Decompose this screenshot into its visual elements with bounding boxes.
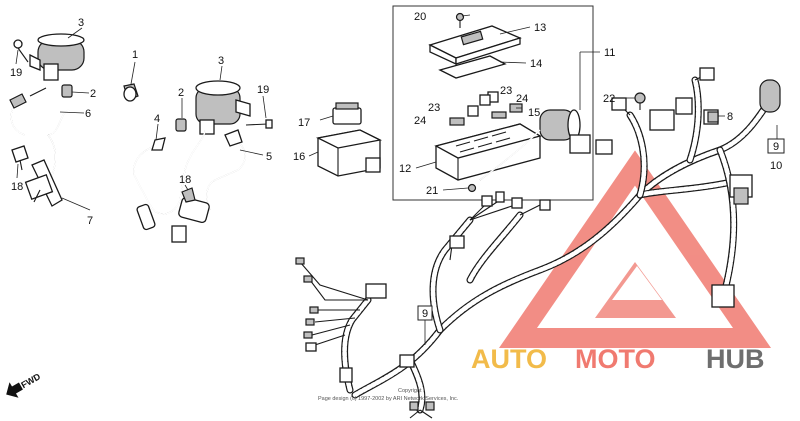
callout-12: 12 bbox=[399, 163, 411, 175]
fuse-box-12 bbox=[434, 123, 542, 181]
fuse-23-mid bbox=[467, 105, 479, 117]
connector-18-left bbox=[11, 145, 29, 171]
grommet-22 bbox=[634, 92, 646, 110]
clamp-8 bbox=[707, 111, 719, 123]
callout-23-mid: 23 bbox=[428, 102, 440, 114]
fuse-box-group-frame bbox=[392, 5, 594, 201]
callout-7: 7 bbox=[87, 215, 93, 227]
copyright-line-2: Page design (c) 1997-2002 by ARI Network… bbox=[318, 396, 459, 402]
callout-18-left: 18 bbox=[11, 181, 23, 193]
label-box-9-right bbox=[767, 138, 785, 154]
ignition-coil-left bbox=[29, 33, 85, 81]
callout-2-mid: 2 bbox=[178, 87, 184, 99]
callout-4: 4 bbox=[154, 113, 160, 125]
callout-9-center: 9 bbox=[422, 308, 428, 320]
callout-23-top: 23 bbox=[500, 85, 512, 97]
callout-15: 15 bbox=[528, 107, 540, 119]
fuse-23-top bbox=[479, 91, 499, 106]
callout-17: 17 bbox=[298, 117, 310, 129]
relay-16 bbox=[315, 129, 383, 177]
fwd-arrow-icon bbox=[6, 382, 23, 398]
spark-plug-cap-left bbox=[61, 84, 73, 98]
spark-plug-cap-nut bbox=[123, 83, 139, 102]
fuse-box-cover bbox=[428, 25, 522, 66]
leader-lines bbox=[15, 14, 778, 345]
copyright-line-1: Copyright bbox=[398, 388, 422, 394]
harness-branch-wires bbox=[299, 74, 706, 419]
fuse-24-right bbox=[491, 111, 507, 119]
callout-19-mid: 19 bbox=[257, 84, 269, 96]
callout-1: 1 bbox=[132, 49, 138, 61]
ignition-coil-mid bbox=[195, 80, 251, 135]
callout-8: 8 bbox=[727, 111, 733, 123]
callout-numbers: 3 19 2 6 18 7 1 2 3 19 4 5 18 17 16 20 1… bbox=[10, 11, 782, 320]
watermark-moto: MOTO bbox=[575, 344, 656, 374]
bolt-mid bbox=[245, 119, 273, 129]
callout-13: 13 bbox=[534, 22, 546, 34]
callout-2-left: 2 bbox=[90, 88, 96, 100]
forward-direction-indicator: FWD bbox=[6, 371, 43, 398]
callout-3-left: 3 bbox=[78, 17, 84, 29]
relay-17 bbox=[332, 102, 362, 125]
fuse-box-lid-14 bbox=[438, 55, 507, 79]
starter-relay-cable bbox=[479, 109, 581, 181]
callout-22: 22 bbox=[603, 93, 615, 105]
screw-21 bbox=[467, 183, 477, 193]
spark-plug-boot-mid bbox=[171, 187, 210, 243]
watermark-auto: AUTO bbox=[471, 344, 547, 374]
callout-16: 16 bbox=[293, 151, 305, 163]
high-tension-cord-right bbox=[206, 129, 246, 211]
watermark-logo bbox=[498, 150, 772, 348]
spark-plug-boot-left bbox=[24, 159, 63, 207]
high-tension-cord-left bbox=[9, 87, 90, 181]
harness-connectors bbox=[295, 67, 781, 411]
callout-21: 21 bbox=[426, 185, 438, 197]
collar-mid bbox=[175, 118, 187, 132]
callout-24-top: 24 bbox=[516, 93, 528, 105]
callout-14: 14 bbox=[530, 58, 542, 70]
fuse-24-left bbox=[449, 117, 465, 126]
callout-20: 20 bbox=[414, 11, 426, 23]
callout-10: 10 bbox=[770, 160, 782, 172]
main-wire-harness bbox=[341, 76, 774, 414]
callout-6: 6 bbox=[85, 108, 91, 120]
screw-20 bbox=[455, 12, 465, 28]
high-tension-cord-mid bbox=[133, 129, 206, 231]
callout-5: 5 bbox=[266, 151, 272, 163]
callout-11: 11 bbox=[604, 47, 615, 59]
fwd-label: FWD bbox=[19, 371, 42, 390]
callout-24-left: 24 bbox=[414, 115, 426, 127]
watermark-hub: HUB bbox=[706, 344, 765, 374]
callout-19-left: 19 bbox=[10, 67, 22, 79]
callout-18-mid: 18 bbox=[179, 174, 191, 186]
callout-9-right: 9 bbox=[773, 141, 779, 153]
copyright-notice: Copyright Page design (c) 1997-2002 by A… bbox=[318, 388, 459, 402]
watermark-text: AUTO MOTO HUB bbox=[471, 344, 765, 374]
callout-3-mid: 3 bbox=[218, 55, 224, 67]
bolt-left bbox=[13, 39, 29, 63]
